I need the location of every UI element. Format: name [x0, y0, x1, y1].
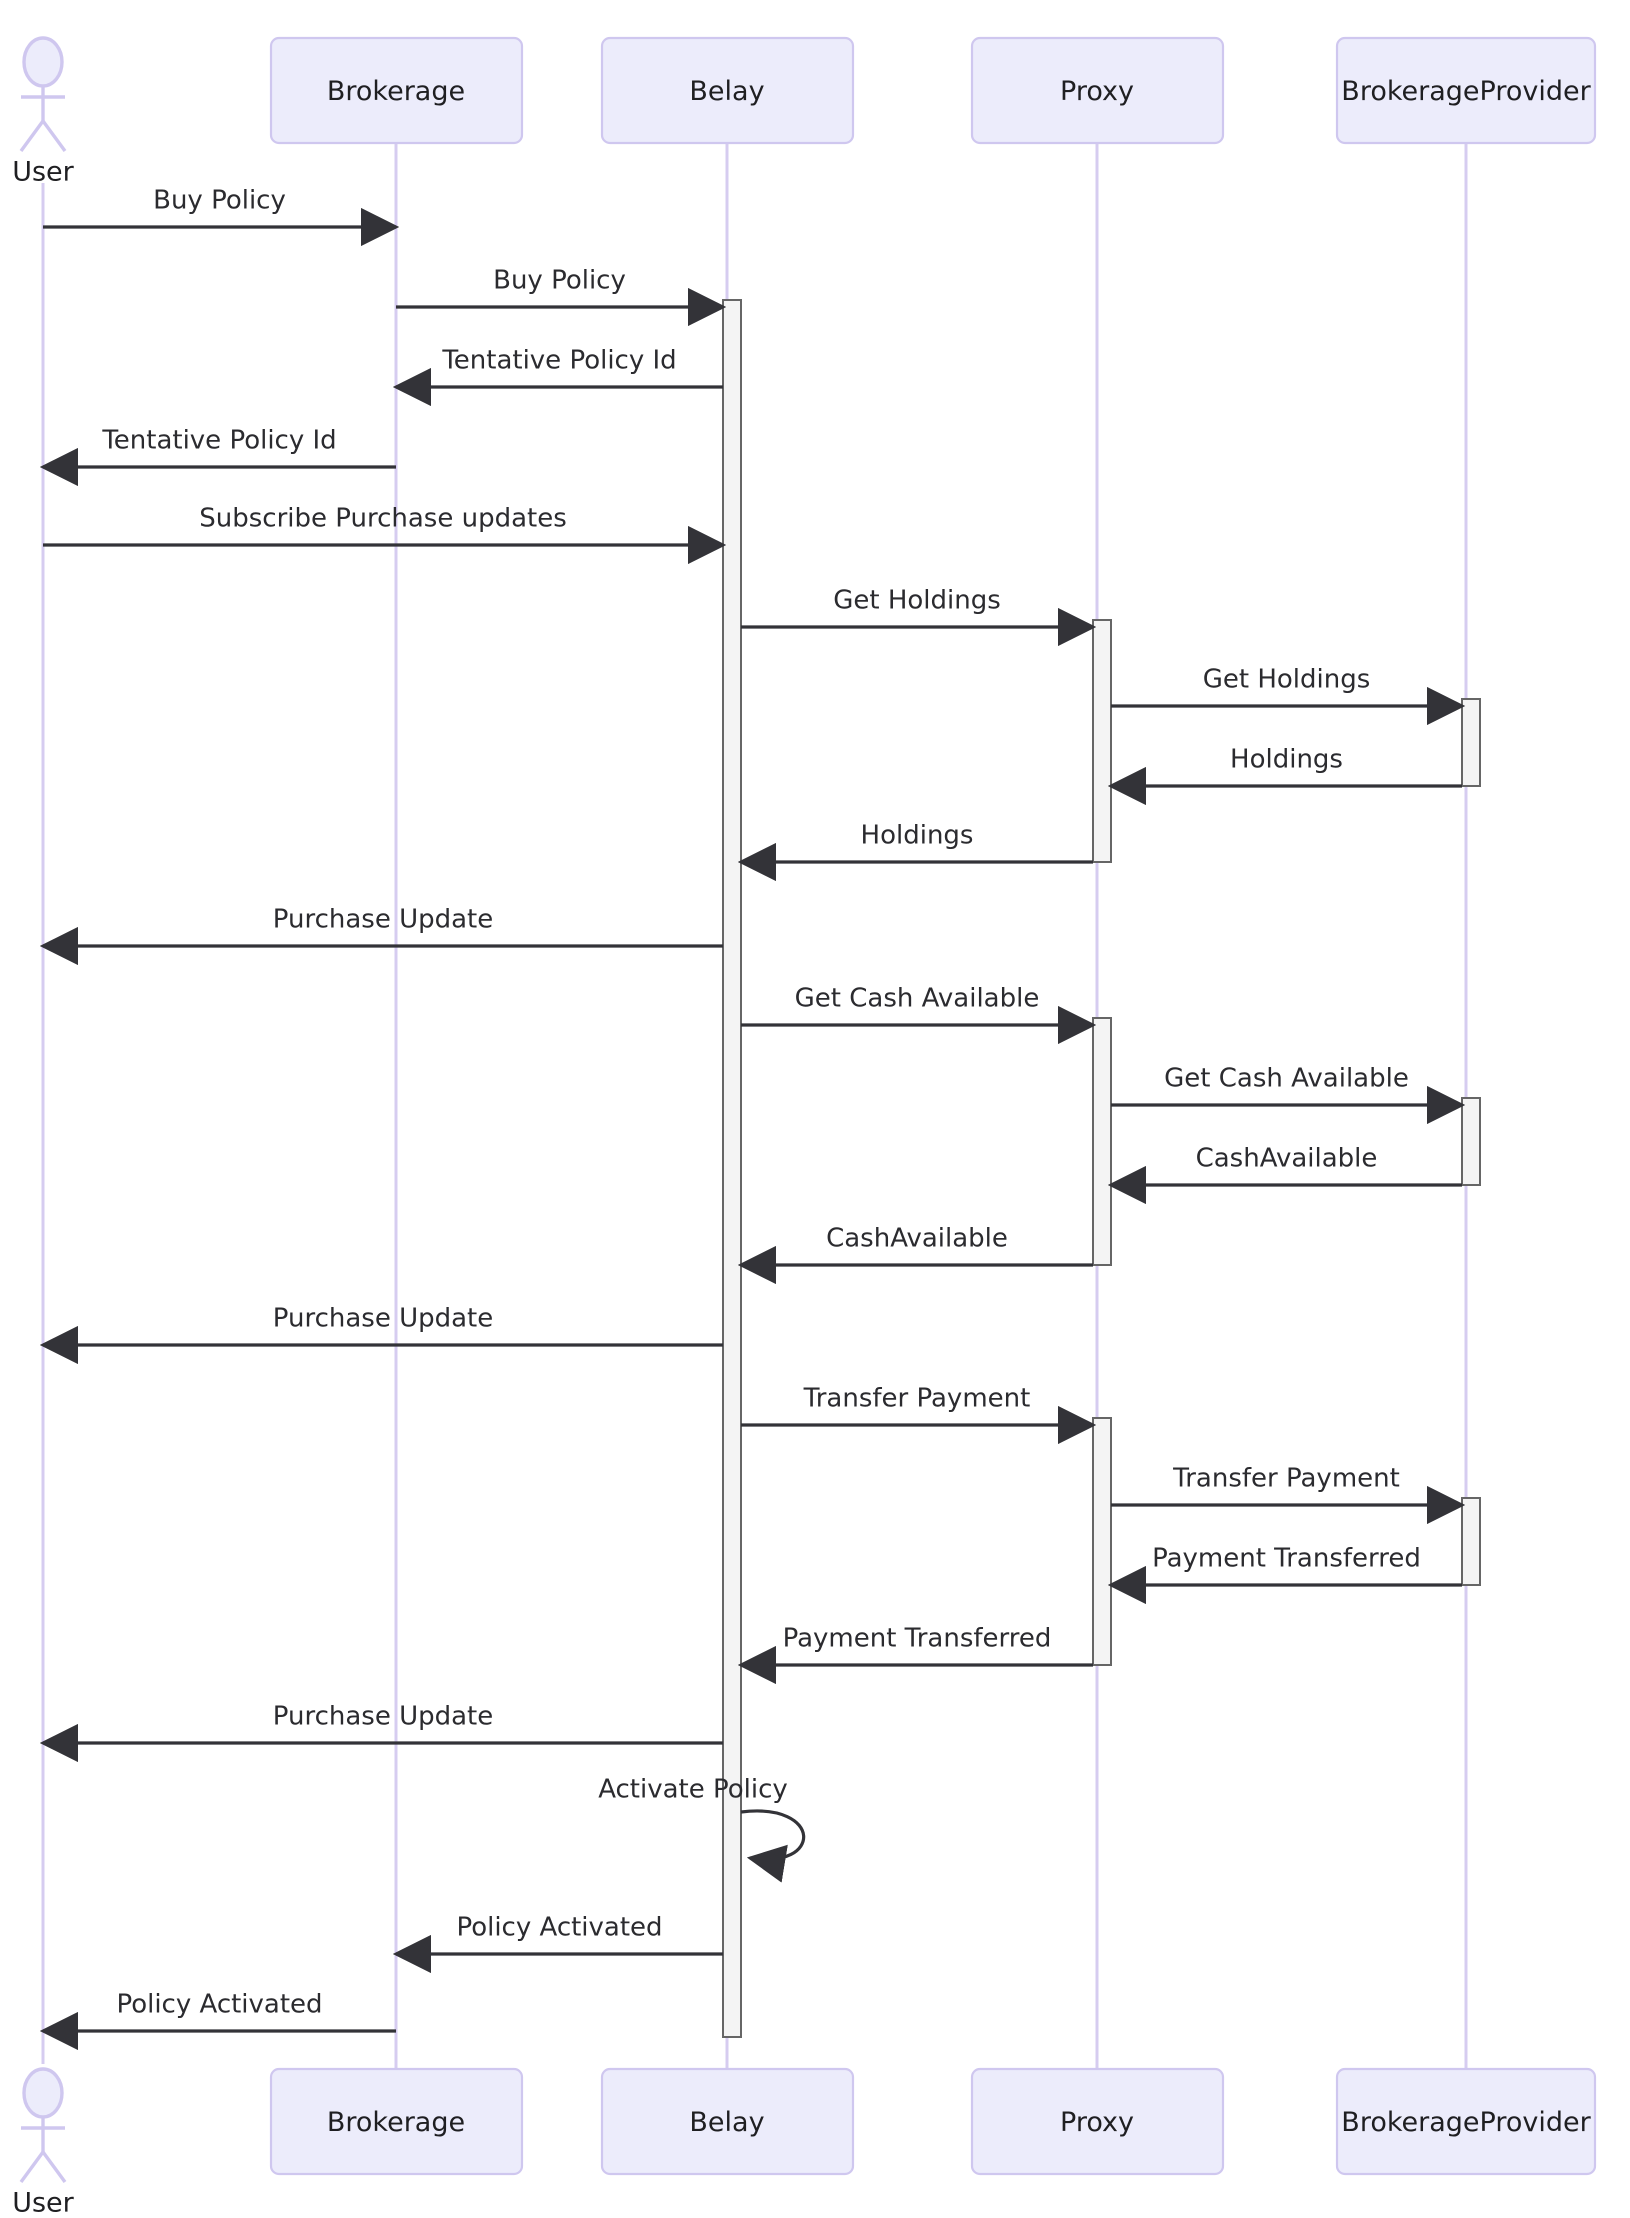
message-1: Buy Policy [43, 186, 400, 247]
participant-label-broker-bottom: Brokerage [327, 2107, 465, 2138]
participant-label-belay-bottom: Belay [689, 2107, 764, 2138]
participant-box-provider-bottom[interactable] [1335, 2067, 1597, 2176]
message-16: Transfer Payment [741, 1384, 1097, 1445]
message-20: Purchase Update [39, 1702, 723, 1763]
participant-label-belay-top: Belay [689, 76, 764, 107]
message-23: Policy Activated [39, 1990, 396, 2051]
message-17: Transfer Payment [1111, 1464, 1466, 1525]
participant-label-user-bottom: User [12, 2188, 74, 2218]
message-18: Payment Transferred [1107, 1544, 1462, 1605]
message-7: Get Holdings [1111, 665, 1466, 726]
activations-layer [722, 299, 1481, 2038]
message-self-loop-21 [740, 1809, 806, 1883]
message-5: Subscribe Purchase updates [43, 504, 727, 565]
message-label-22: Policy Activated [456, 1913, 662, 1943]
message-9: Holdings [737, 821, 1093, 882]
activation-bar-proxy [1092, 1017, 1112, 1266]
activation-bar-provider [1461, 698, 1481, 787]
actor-leg-right-user-bottom [41, 2150, 67, 2184]
message-11: Get Cash Available [741, 984, 1097, 1045]
message-label-6: Get Holdings [833, 586, 1001, 616]
participant-label-provider-top: BrokerageProvider [1341, 76, 1591, 107]
message-label-21: Activate Policy [598, 1775, 788, 1805]
activation-bar-belay [722, 299, 742, 2038]
message-label-17: Transfer Payment [1172, 1464, 1400, 1494]
actor-leg-left-user-top [19, 119, 45, 153]
message-13: CashAvailable [1107, 1144, 1462, 1205]
message-19: Payment Transferred [737, 1624, 1093, 1685]
message-12: Get Cash Available [1111, 1064, 1466, 1125]
participants-bottom-layer: User Brokerage Belay Proxy BrokerageProvider [12, 2067, 1597, 2218]
participant-label-user-top: User [12, 157, 74, 188]
actor-head-user-bottom [22, 2067, 64, 2119]
activation-bar-proxy [1092, 1417, 1112, 1666]
participant-label-proxy-top: Proxy [1060, 76, 1134, 107]
participant-box-broker-bottom[interactable] [269, 2067, 524, 2176]
message-label-2: Buy Policy [493, 266, 626, 296]
message-label-15: Purchase Update [273, 1304, 494, 1334]
message-label-4: Tentative Policy Id [101, 426, 336, 456]
message-2: Buy Policy [396, 266, 727, 327]
message-21: Activate Policy [598, 1775, 806, 1883]
actor-head-user-top [22, 36, 64, 88]
message-label-7: Get Holdings [1203, 665, 1371, 695]
activation-bar-proxy [1092, 619, 1112, 863]
message-label-16: Transfer Payment [803, 1384, 1031, 1414]
message-3: Tentative Policy Id [392, 346, 723, 407]
participant-box-provider-top[interactable] [1335, 36, 1597, 145]
message-label-14: CashAvailable [826, 1224, 1008, 1254]
participant-box-belay-bottom[interactable] [600, 2067, 855, 2176]
message-label-19: Payment Transferred [783, 1624, 1052, 1654]
participants-top-layer: User Brokerage Belay Proxy BrokerageProvider [12, 36, 1597, 188]
participant-box-broker-top[interactable] [269, 36, 524, 145]
participant-box-belay-top[interactable] [600, 36, 855, 145]
message-label-8: Holdings [1230, 745, 1343, 775]
participant-box-proxy-bottom[interactable] [970, 2067, 1225, 2176]
message-8: Holdings [1107, 745, 1462, 806]
message-10: Purchase Update [39, 905, 723, 966]
participant-box-proxy-top[interactable] [970, 36, 1225, 145]
message-15: Purchase Update [39, 1304, 723, 1365]
message-22: Policy Activated [392, 1913, 723, 1974]
message-label-23: Policy Activated [116, 1990, 322, 2020]
message-label-10: Purchase Update [273, 905, 494, 935]
message-14: CashAvailable [737, 1224, 1093, 1285]
message-label-9: Holdings [861, 821, 974, 851]
message-label-5: Subscribe Purchase updates [199, 504, 567, 534]
participant-label-provider-bottom: BrokerageProvider [1341, 2107, 1591, 2138]
participant-label-proxy-bottom: Proxy [1060, 2107, 1134, 2138]
participant-label-broker-top: Brokerage [327, 76, 465, 107]
message-label-20: Purchase Update [273, 1702, 494, 1732]
activation-bar-provider [1461, 1097, 1481, 1186]
message-4: Tentative Policy Id [39, 426, 396, 487]
actor-leg-left-user-bottom [19, 2150, 45, 2184]
message-6: Get Holdings [741, 586, 1097, 647]
message-label-11: Get Cash Available [795, 984, 1040, 1014]
message-label-3: Tentative Policy Id [441, 346, 676, 376]
activation-bar-provider [1461, 1497, 1481, 1586]
message-label-18: Payment Transferred [1152, 1544, 1421, 1574]
message-label-13: CashAvailable [1196, 1144, 1378, 1174]
message-label-12: Get Cash Available [1164, 1064, 1409, 1094]
message-label-1: Buy Policy [153, 186, 286, 216]
actor-leg-right-user-top [41, 119, 67, 153]
